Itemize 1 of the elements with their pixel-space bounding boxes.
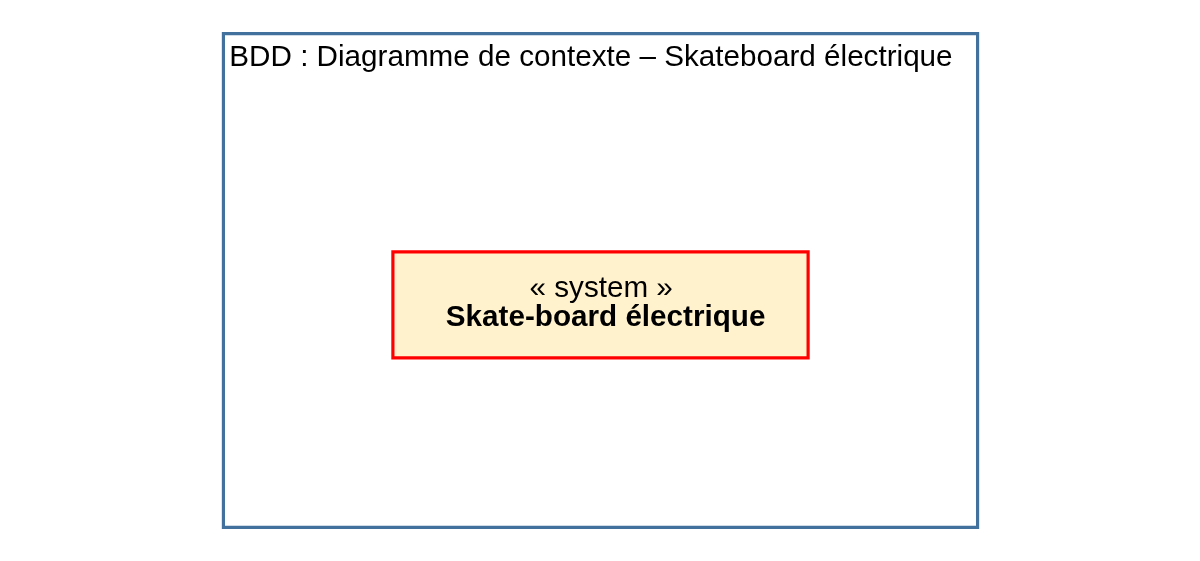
node-box: « system » Skate-board électrique — [390, 250, 810, 360]
